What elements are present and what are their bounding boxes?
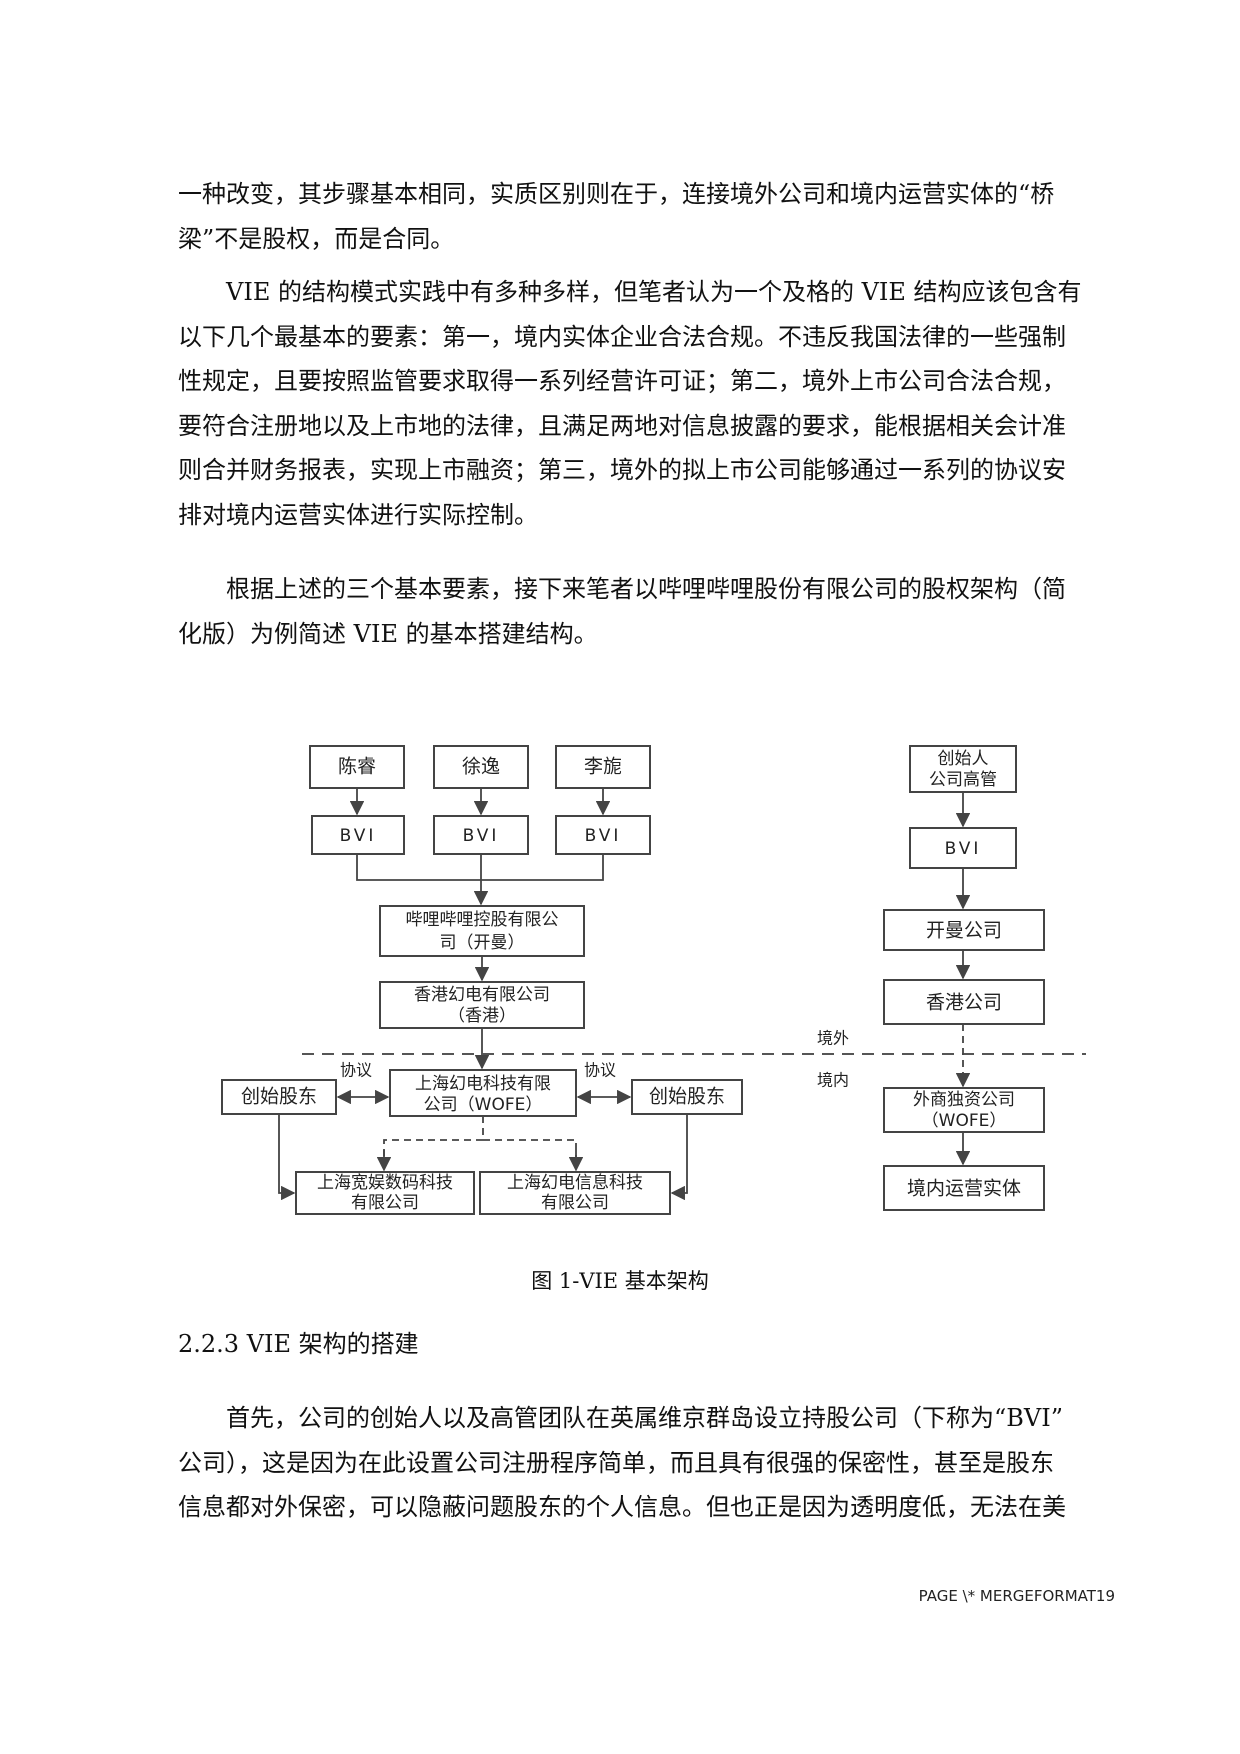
svg-text:香港公司: 香港公司 (926, 992, 1002, 1014)
svg-text:BVI: BVI (463, 826, 500, 846)
svg-text:徐逸: 徐逸 (462, 756, 500, 778)
paragraph-2: VIE 的结构模式实践中有多种多样，但笔者认为一个及格的 VIE 结构应该包含有… (178, 270, 1117, 537)
svg-text:创始人: 创始人 (938, 749, 989, 769)
text-line: 化版）为例简述 VIE 的基本搭建结构。 (178, 619, 598, 648)
text-line: 根据上述的三个基本要素，接下来笔者以哔哩哔哩股份有限公司的股权架构（简 (226, 575, 1066, 603)
text-line: 公司），这是因为在此设置公司注册程序简单，而且具有很强的保密性，甚至是股东 (178, 1448, 1054, 1477)
svg-text:BVI: BVI (585, 826, 622, 846)
vie-structure-diagram: 陈睿 徐逸 李旎 BVI BVI BVI 哔哩哔哩控股有限公 司（开曼） 香港幻… (221, 745, 1086, 1215)
svg-text:上海幻电科技有限: 上海幻电科技有限 (415, 1074, 551, 1094)
founder-box-xu-yi: 徐逸 (433, 745, 529, 789)
agreement-label-right: 协议 (584, 1061, 616, 1080)
text-line: 性规定，且要按照监管要求取得一系列经营许可证；第二，境外上市公司合法合规， (178, 367, 1066, 395)
right-domestic-entity-box: 境内运营实体 (883, 1165, 1045, 1211)
text-line: 首先，公司的创始人以及高管团队在英属维京群岛设立持股公司（下称为“BVI” (226, 1404, 1063, 1432)
founder-shareholder-box-left: 创始股东 (221, 1079, 337, 1115)
subsidiary-box-kuanyu: 上海宽娱数码科技 有限公司 (295, 1171, 475, 1215)
text-line: 一种改变，其步骤基本相同，实质区别则在于，连接境外公司和境内运营实体的“桥 (178, 180, 1055, 208)
svg-text:李旎: 李旎 (584, 756, 622, 778)
text-line: 以下几个最基本的要素：第一，境内实体企业合法合规。不违反我国法律的一些强制 (178, 322, 1066, 351)
founder-box-chen-rui: 陈睿 (309, 745, 405, 789)
svg-text:陈睿: 陈睿 (338, 756, 376, 778)
hk-company-box: 香港幻电有限公司 （香港） (379, 981, 585, 1029)
page-footer: PAGE \* MERGEFORMAT19 (918, 1587, 1115, 1605)
onshore-label: 境内 (817, 1071, 849, 1090)
svg-text:有限公司: 有限公司 (541, 1193, 609, 1213)
text-line: VIE 的结构模式实践中有多种多样，但笔者认为一个及格的 VIE 结构应该包含有 (226, 278, 1082, 306)
text-line: 梁”不是股权，而是合同。 (178, 224, 455, 253)
founder-shareholder-box-right: 创始股东 (631, 1079, 743, 1115)
right-bvi-box: BVI (909, 827, 1017, 869)
svg-text:（香港）: （香港） (448, 1006, 516, 1026)
svg-text:外商独资公司: 外商独资公司 (913, 1090, 1015, 1110)
svg-text:公司高管: 公司高管 (929, 770, 997, 790)
right-founder-box: 创始人 公司高管 (909, 745, 1017, 793)
svg-text:境内运营实体: 境内运营实体 (907, 1178, 1021, 1200)
svg-text:上海幻电信息科技: 上海幻电信息科技 (507, 1173, 643, 1193)
bvi-box-1: BVI (311, 815, 405, 855)
right-cayman-box: 开曼公司 (883, 909, 1045, 951)
svg-text:创始股东: 创始股东 (241, 1086, 317, 1108)
paragraph-1: 一种改变，其步骤基本相同，实质区别则在于，连接境外公司和境内运营实体的“桥 梁”… (178, 172, 1117, 261)
svg-text:有限公司: 有限公司 (351, 1193, 419, 1213)
text-line: 信息都对外保密，可以隐蔽问题股东的个人信息。但也正是因为透明度低，无法在美 (178, 1493, 1066, 1521)
svg-text:BVI: BVI (340, 826, 377, 846)
svg-text:开曼公司: 开曼公司 (926, 920, 1002, 942)
svg-text:公司（WOFE）: 公司（WOFE） (424, 1095, 543, 1115)
text-line: 要符合注册地以及上市地的法律，且满足两地对信息披露的要求，能根据相关会计准 (178, 411, 1066, 440)
svg-text:香港幻电有限公司: 香港幻电有限公司 (414, 985, 550, 1005)
svg-text:（WOFE）: （WOFE） (922, 1111, 1007, 1131)
cayman-holding-box: 哔哩哔哩控股有限公 司（开曼） (379, 905, 585, 957)
right-hk-box: 香港公司 (883, 979, 1045, 1025)
subsidiary-box-huandian-info: 上海幻电信息科技 有限公司 (479, 1171, 671, 1215)
svg-text:上海宽娱数码科技: 上海宽娱数码科技 (317, 1173, 453, 1193)
svg-text:哔哩哔哩控股有限公: 哔哩哔哩控股有限公 (406, 910, 559, 930)
bvi-box-3: BVI (555, 815, 651, 855)
wofe-box-left: 上海幻电科技有限 公司（WOFE） (389, 1069, 577, 1117)
svg-text:创始股东: 创始股东 (649, 1086, 725, 1108)
text-line: 排对境内运营实体进行实际控制。 (178, 500, 538, 529)
svg-text:BVI: BVI (945, 839, 982, 859)
section-heading: 2.2.3 VIE 架构的搭建 (178, 1330, 419, 1358)
figure-caption: 图 1-VIE 基本架构 (531, 1269, 709, 1293)
svg-text:司（开曼）: 司（开曼） (440, 933, 525, 953)
agreement-label-left: 协议 (340, 1061, 372, 1080)
right-wofe-box: 外商独资公司 （WOFE） (883, 1087, 1045, 1133)
paragraph-4: 首先，公司的创始人以及高管团队在英属维京群岛设立持股公司（下称为“BVI” 公司… (178, 1396, 1117, 1530)
bvi-box-2: BVI (433, 815, 529, 855)
founder-box-li-ni: 李旎 (555, 745, 651, 789)
text-line: 则合并财务报表，实现上市融资；第三，境外的拟上市公司能够通过一系列的协议安 (178, 456, 1066, 484)
paragraph-3: 根据上述的三个基本要素，接下来笔者以哔哩哔哩股份有限公司的股权架构（简 化版）为… (178, 567, 1117, 656)
offshore-label: 境外 (817, 1029, 849, 1048)
